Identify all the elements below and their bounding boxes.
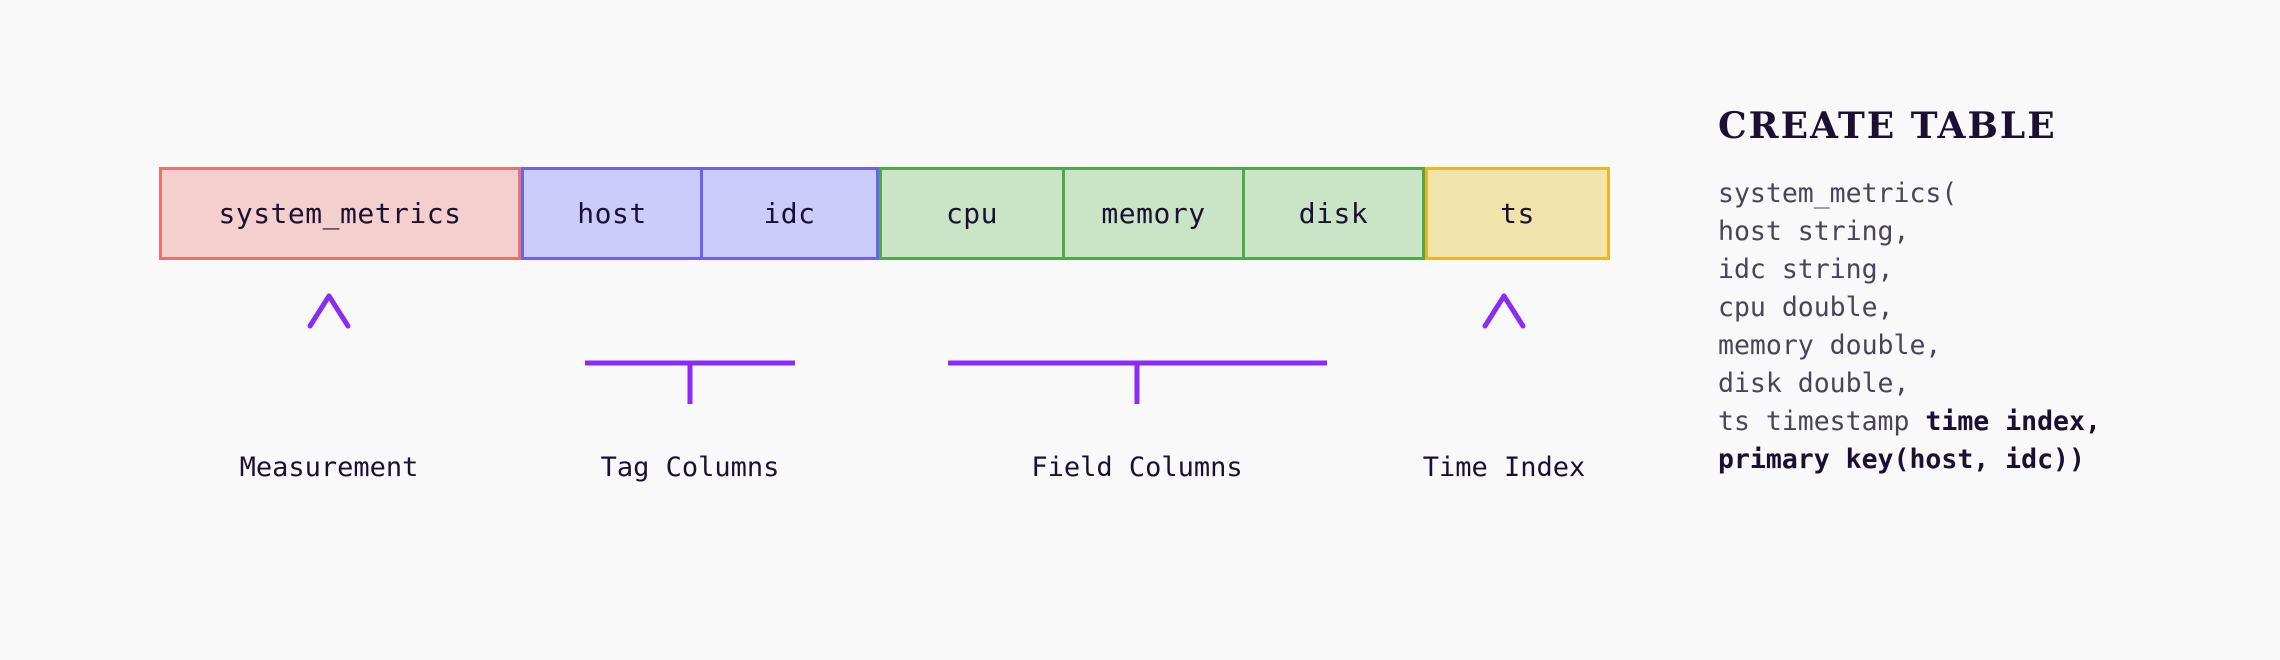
column-cell-host[interactable]: host <box>577 197 647 230</box>
code-text: idc string, <box>1718 254 1894 285</box>
create-table-panel: CREATE TABLE system_metrics(host string,… <box>1718 105 2101 479</box>
column-cell-disk[interactable]: disk <box>1242 170 1422 257</box>
create-table-line: primary key(host, idc)) <box>1718 441 2101 479</box>
create-table-heading: CREATE TABLE <box>1718 105 2057 147</box>
column-cell-ts[interactable]: ts <box>1500 197 1535 230</box>
create-table-statement: system_metrics(host string, idc string, cp… <box>1718 175 2101 479</box>
column-cell-idc[interactable]: idc <box>700 170 876 257</box>
column-cell-memory[interactable]: memory <box>1062 170 1242 257</box>
schema-strip: system_metrics host idc cpu memory disk … <box>159 167 1610 260</box>
column-cell-cpu[interactable]: cpu <box>945 197 999 230</box>
time-index-arrow-icon <box>1482 293 1526 402</box>
measurement-arrow-icon <box>307 293 351 402</box>
create-table-line: idc string, <box>1718 251 2101 289</box>
code-text: disk double, <box>1718 368 1910 399</box>
annotation-label-tag-columns: Tag Columns <box>600 452 780 483</box>
create-table-line: cpu double, <box>1718 289 2101 327</box>
column-group-field: cpu memory disk <box>879 167 1425 260</box>
column-group-time: ts <box>1425 167 1610 260</box>
create-table-line: system_metrics( <box>1718 175 2101 213</box>
column-cell-system-metrics[interactable]: system_metrics <box>218 197 462 230</box>
annotation-label-measurement: Measurement <box>239 452 419 483</box>
create-table-line: ts timestamp time index, <box>1718 403 2101 441</box>
annotation-label-time-index: Time Index <box>1422 452 1586 483</box>
create-table-line: host string, <box>1718 213 2101 251</box>
code-text: ts timestamp <box>1718 406 1926 437</box>
code-text: memory double, <box>1718 330 1942 361</box>
column-group-measurement: system_metrics <box>159 167 521 260</box>
create-table-line: disk double, <box>1718 365 2101 403</box>
annotation-label-field-columns: Field Columns <box>1031 452 1243 483</box>
code-text: host string, <box>1718 216 1910 247</box>
code-text: system_metrics( <box>1718 178 1958 209</box>
field-columns-bracket-icon <box>948 302 1327 404</box>
create-table-line: memory double, <box>1718 327 2101 365</box>
code-keyword: primary key(host, idc)) <box>1718 444 2085 475</box>
code-keyword: time index, <box>1925 406 2101 437</box>
tag-columns-bracket-icon <box>585 302 795 404</box>
column-group-tag: host idc <box>521 167 879 260</box>
code-text: cpu double, <box>1718 292 1894 323</box>
